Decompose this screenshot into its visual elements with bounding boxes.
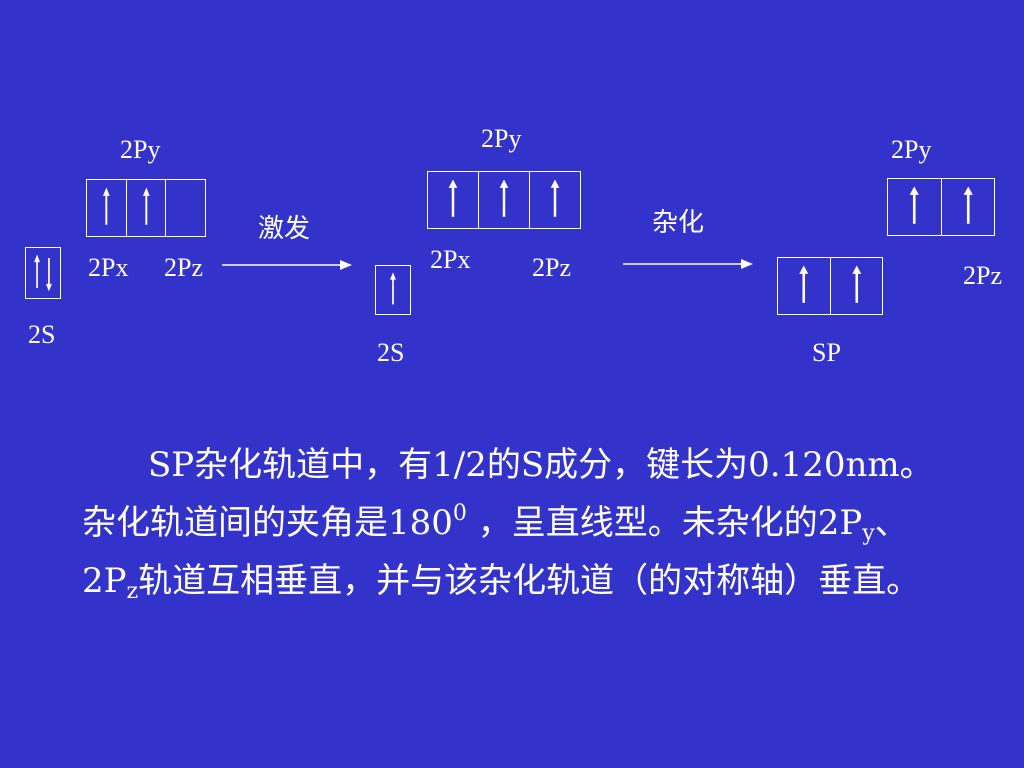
electron-spin-arrow <box>851 265 861 303</box>
orbital-cell <box>127 180 167 236</box>
electron-pair-arrows <box>34 254 52 292</box>
ground-2s-label: 2S <box>28 320 56 349</box>
text-part-1: SP杂化轨道中，有1/2的S成分，键长为0.120nm。杂化轨道间的夹角是180 <box>82 445 934 543</box>
ground-2p-orbital-box <box>86 179 206 237</box>
orbital-cell <box>376 266 410 314</box>
electron-spin-arrow <box>499 179 509 217</box>
ground-2s-orbital-box <box>25 247 61 299</box>
electron-spin-arrow <box>799 265 809 303</box>
orbital-cell <box>831 258 883 314</box>
orbital-cell <box>942 179 995 235</box>
electron-spin-arrow <box>142 187 150 225</box>
electron-spin-arrow <box>909 186 919 224</box>
orbital-cell <box>428 172 479 228</box>
orbital-cell <box>166 180 205 236</box>
orbital-cell <box>778 258 831 314</box>
hybrid-sp-label: SP <box>812 338 841 367</box>
subscript-z: z <box>126 579 139 604</box>
ground-2py-label: 2Py <box>120 135 161 164</box>
electron-spin-arrow <box>550 179 560 217</box>
electron-spin-arrow <box>390 272 396 305</box>
orbital-cell <box>888 179 942 235</box>
electron-spin-arrow <box>448 179 458 217</box>
hybridize-label: 杂化 <box>652 208 705 237</box>
orbital-cell <box>530 172 580 228</box>
excited-2pz-label: 2Pz <box>532 253 571 282</box>
hybrid-sp-orbital-box <box>777 257 883 315</box>
text-part-2: ，呈直线型。未杂化的2P <box>466 503 863 543</box>
orbital-cell <box>26 248 60 298</box>
text-part-3: 、2P <box>82 503 909 601</box>
subscript-y: y <box>862 521 875 546</box>
hybridize-arrow <box>623 259 753 269</box>
text-part-4: 轨道互相垂直，并与该杂化轨道（的对称轴）垂直。 <box>138 561 921 601</box>
excite-arrow <box>222 260 352 270</box>
orbital-cell <box>479 172 530 228</box>
excited-2s-orbital-box <box>375 265 411 315</box>
excited-2py-label: 2Py <box>481 124 522 153</box>
excited-2s-label: 2S <box>377 338 405 367</box>
orbital-cell <box>87 180 127 236</box>
ground-2px-label: 2Px <box>88 253 129 282</box>
hybrid-2pz-label: 2Pz <box>963 261 1002 290</box>
excited-2p-orbital-box <box>427 171 581 229</box>
excite-label: 激发 <box>258 214 311 243</box>
excited-2px-label: 2Px <box>430 245 471 274</box>
angle-degree-superscript: 0 <box>452 501 467 526</box>
hybrid-2py-label: 2Py <box>891 135 932 164</box>
electron-spin-arrow <box>102 187 110 225</box>
hybrid-2p-orbital-box <box>887 178 995 236</box>
explanation-paragraph: SP杂化轨道中，有1/2的S成分，键长为0.120nm。杂化轨道间的夹角是180… <box>82 436 942 610</box>
ground-2pz-label: 2Pz <box>164 253 203 282</box>
electron-spin-arrow <box>963 186 973 224</box>
